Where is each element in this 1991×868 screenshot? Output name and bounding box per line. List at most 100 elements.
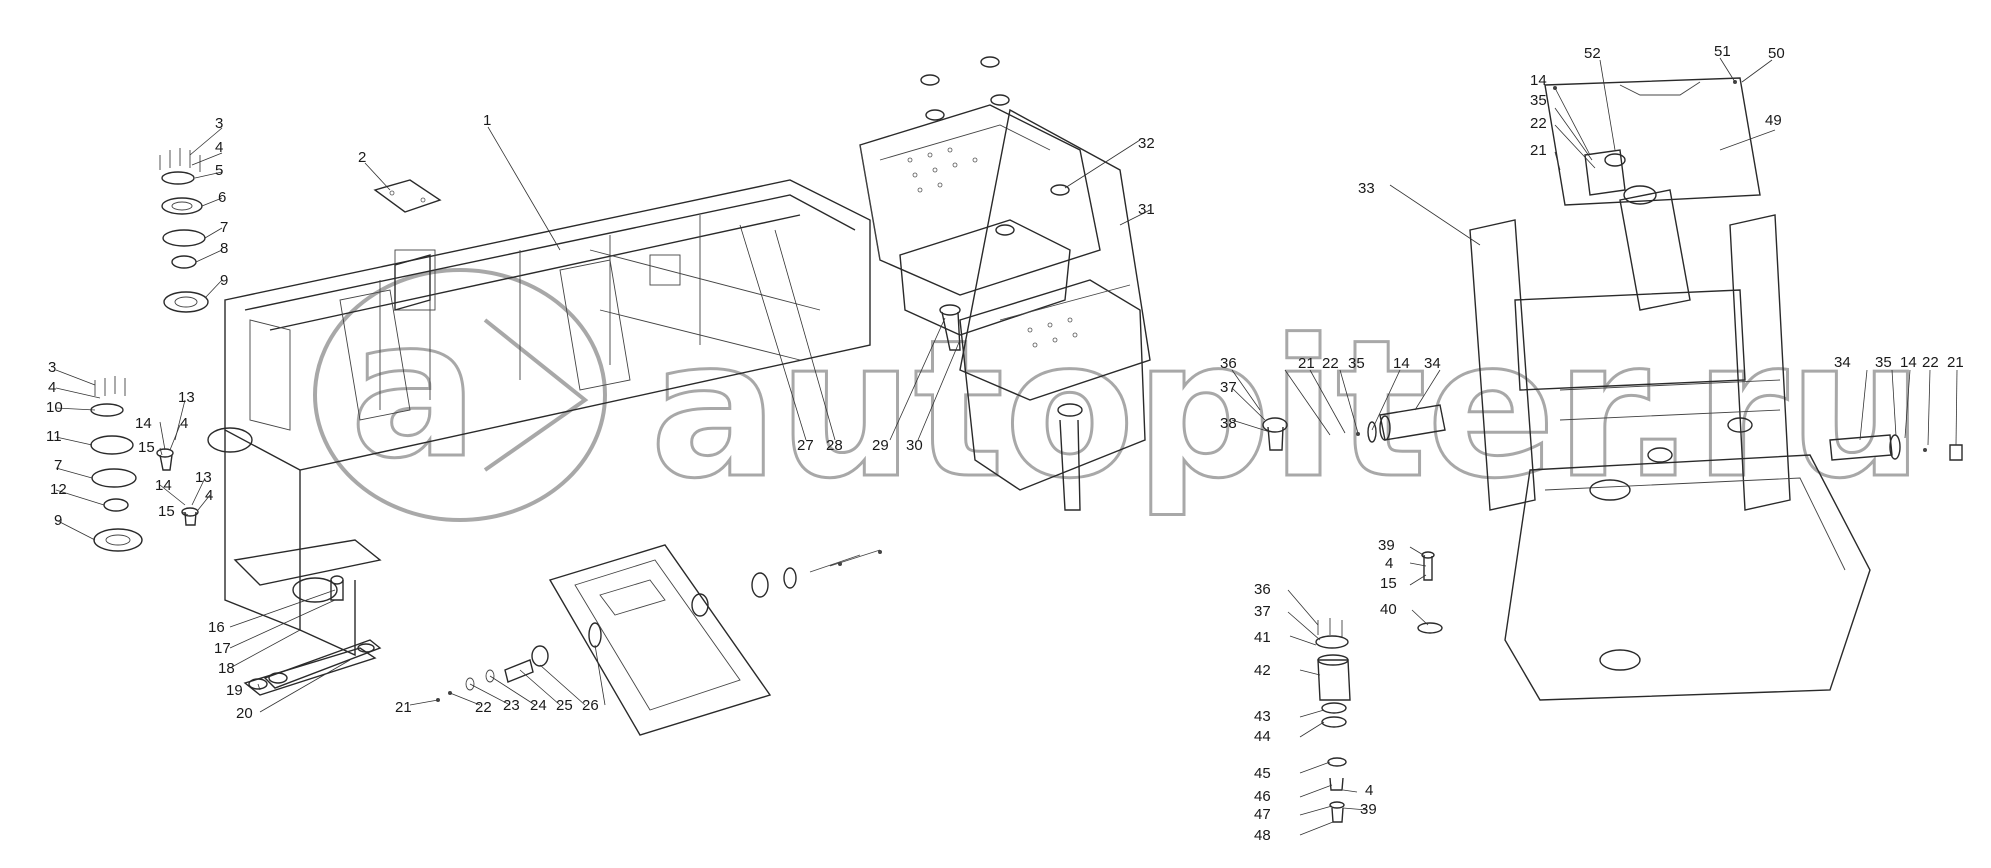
bearing-stack-upper xyxy=(159,148,209,313)
callout-23: 23 xyxy=(503,697,520,714)
watermark-text: autopiter.ru xyxy=(650,299,1923,520)
callout-37: 37 xyxy=(1220,379,1237,396)
callout-22: 22 xyxy=(1922,354,1939,371)
shaft-assembly-center xyxy=(1262,404,1446,451)
battery-box-upper xyxy=(859,56,1101,336)
callout-4: 4 xyxy=(48,379,56,396)
callout-34: 34 xyxy=(1424,355,1441,372)
callout-42: 42 xyxy=(1254,662,1271,679)
callout-34: 34 xyxy=(1834,354,1851,371)
callout-13: 13 xyxy=(178,389,195,406)
callout-labels: 1 2 3 4 5 6 7 8 9 3 4 10 11 7 12 9 13 14… xyxy=(46,43,1964,844)
callout-5: 5 xyxy=(215,162,223,179)
front-frame xyxy=(1469,185,1871,701)
callout-37: 37 xyxy=(1254,603,1271,620)
callout-15: 15 xyxy=(158,503,175,520)
callout-21: 21 xyxy=(1530,142,1547,159)
callout-32: 32 xyxy=(1138,135,1155,152)
callout-13: 13 xyxy=(195,469,212,486)
callout-1: 1 xyxy=(483,112,491,129)
callout-29: 29 xyxy=(872,437,889,454)
callout-46: 46 xyxy=(1254,788,1271,805)
callout-22: 22 xyxy=(1530,115,1547,132)
watermark: a autopiter.ru xyxy=(313,268,1925,522)
callout-21: 21 xyxy=(1947,354,1964,371)
callout-22: 22 xyxy=(1322,355,1339,372)
callout-41: 41 xyxy=(1254,629,1271,646)
callout-44: 44 xyxy=(1254,728,1271,745)
callout-35: 35 xyxy=(1348,355,1365,372)
callout-28: 28 xyxy=(826,437,843,454)
callout-39: 39 xyxy=(1360,801,1377,818)
battery-box-lower xyxy=(939,108,1151,511)
callout-14: 14 xyxy=(155,477,172,494)
callout-49: 49 xyxy=(1765,112,1782,129)
callout-52: 52 xyxy=(1584,45,1601,62)
callout-47: 47 xyxy=(1254,806,1271,823)
callout-14: 14 xyxy=(1393,355,1410,372)
callout-14: 14 xyxy=(1900,354,1917,371)
callout-26: 26 xyxy=(582,697,599,714)
callout-31: 31 xyxy=(1138,201,1155,218)
callout-17: 17 xyxy=(214,640,231,657)
callout-4: 4 xyxy=(215,139,223,156)
callout-4: 4 xyxy=(1365,782,1373,799)
mounting-plate xyxy=(373,179,442,311)
leader-lines xyxy=(55,57,1958,836)
callout-4: 4 xyxy=(180,415,188,432)
shaft-assembly-right xyxy=(1829,434,1963,461)
kingpin-stack xyxy=(1315,551,1443,823)
callout-7: 7 xyxy=(220,219,228,236)
callout-43: 43 xyxy=(1254,708,1271,725)
callout-15: 15 xyxy=(1380,575,1397,592)
hinge-pin-assembly xyxy=(691,549,882,617)
callout-2: 2 xyxy=(358,149,366,166)
rear-frame xyxy=(207,179,871,657)
callout-38: 38 xyxy=(1220,415,1237,432)
callout-51: 51 xyxy=(1714,43,1731,60)
callout-35: 35 xyxy=(1530,92,1547,109)
callout-3: 3 xyxy=(48,359,56,376)
callout-9: 9 xyxy=(220,272,228,289)
callout-24: 24 xyxy=(530,697,547,714)
callout-21: 21 xyxy=(395,699,412,716)
callout-7: 7 xyxy=(54,457,62,474)
callout-22: 22 xyxy=(475,699,492,716)
callout-16: 16 xyxy=(208,619,225,636)
callout-10: 10 xyxy=(46,399,63,416)
callout-40: 40 xyxy=(1380,601,1397,618)
callout-4: 4 xyxy=(205,487,213,504)
callout-19: 19 xyxy=(226,682,243,699)
callout-6: 6 xyxy=(218,189,226,206)
watermark-logo-ring xyxy=(313,268,607,522)
cover-plate xyxy=(1544,77,1761,206)
callout-39: 39 xyxy=(1378,537,1395,554)
callout-15: 15 xyxy=(138,439,155,456)
bearing-stack-lower xyxy=(90,376,143,552)
callout-21: 21 xyxy=(1298,355,1315,372)
callout-48: 48 xyxy=(1254,827,1271,844)
callout-36: 36 xyxy=(1254,581,1271,598)
watermark-logo-letter: a xyxy=(350,279,478,500)
callout-14: 14 xyxy=(135,415,152,432)
callout-36: 36 xyxy=(1220,355,1237,372)
callout-50: 50 xyxy=(1768,45,1785,62)
callout-33: 33 xyxy=(1358,180,1375,197)
support-frame xyxy=(548,544,772,736)
callout-3: 3 xyxy=(215,115,223,132)
callout-14: 14 xyxy=(1530,72,1547,89)
callout-9: 9 xyxy=(54,512,62,529)
callout-25: 25 xyxy=(556,697,573,714)
callout-8: 8 xyxy=(220,240,228,257)
callout-11: 11 xyxy=(46,428,62,445)
link-arms xyxy=(243,639,382,696)
pin-shaft-assembly xyxy=(436,622,602,702)
callout-12: 12 xyxy=(50,481,67,498)
callout-18: 18 xyxy=(218,660,235,677)
callout-30: 30 xyxy=(906,437,923,454)
callout-45: 45 xyxy=(1254,765,1271,782)
callout-4: 4 xyxy=(1385,555,1393,572)
watermark-logo-chevron xyxy=(483,318,589,472)
